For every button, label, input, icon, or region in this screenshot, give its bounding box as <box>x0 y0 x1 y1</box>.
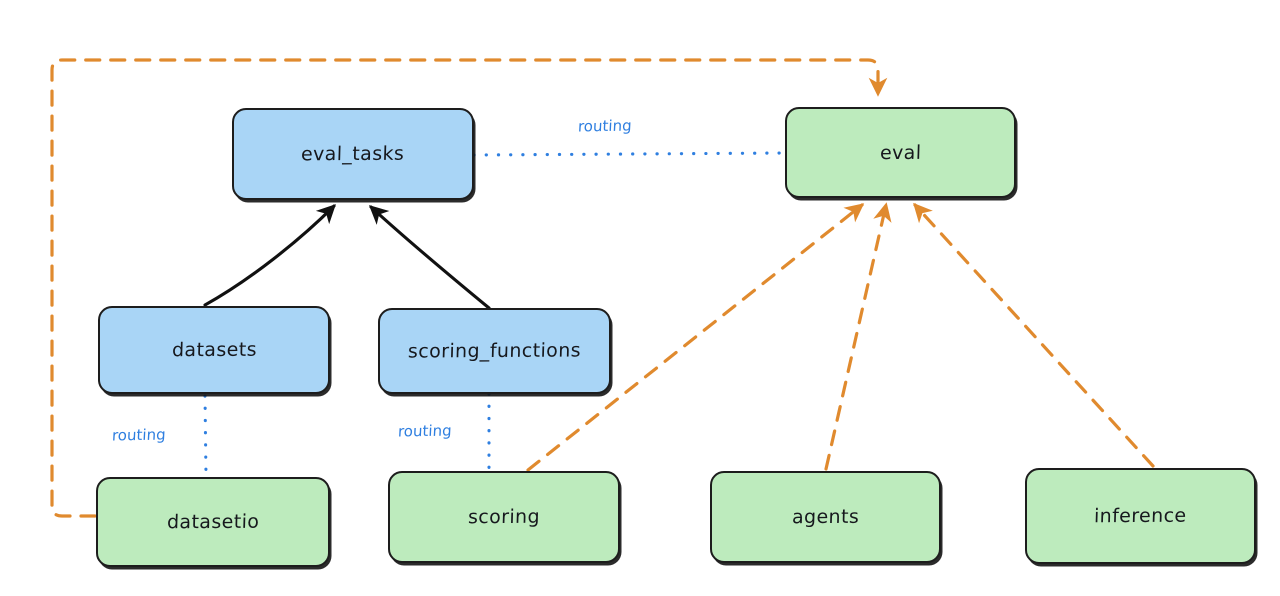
node-agents[interactable]: agents <box>710 471 941 563</box>
edge-agents-to-eval <box>824 202 892 471</box>
edge-datasets-to-eval-tasks <box>203 204 336 307</box>
edge-scoring-to-eval <box>526 203 865 472</box>
edge-scoring-functions-to-eval-tasks <box>368 205 491 310</box>
node-eval-tasks[interactable]: eval_tasks <box>232 108 474 200</box>
node-label-datasets: datasets <box>171 338 257 362</box>
node-scoring[interactable]: scoring <box>388 471 620 563</box>
edge-inference-to-eval <box>913 202 1155 468</box>
node-label-agents: agents <box>791 505 860 529</box>
node-label-scoring-functions: scoring_functions <box>407 339 582 363</box>
node-label-scoring: scoring <box>467 505 541 529</box>
edge-datasets-to-datasetio <box>203 394 208 478</box>
edge-label-routing-datasets-datasetio: routing <box>111 425 167 445</box>
node-inference[interactable]: inference <box>1025 468 1256 564</box>
edge-label-routing-scoring-functions-scoring: routing <box>397 421 453 441</box>
node-datasets[interactable]: datasets <box>98 306 330 394</box>
node-label-eval-tasks: eval_tasks <box>301 142 405 166</box>
edge-datasetio-to-eval <box>50 58 888 518</box>
node-label-eval: eval <box>879 141 922 164</box>
edge-label-routing-eval-tasks-eval: routing <box>577 116 633 136</box>
node-datasetio[interactable]: datasetio <box>96 477 330 567</box>
node-label-datasetio: datasetio <box>166 510 260 534</box>
node-eval[interactable]: eval <box>785 107 1016 198</box>
node-scoring-functions[interactable]: scoring_functions <box>378 308 611 394</box>
edge-eval-tasks-to-eval <box>472 151 786 157</box>
node-label-inference: inference <box>1093 504 1188 528</box>
